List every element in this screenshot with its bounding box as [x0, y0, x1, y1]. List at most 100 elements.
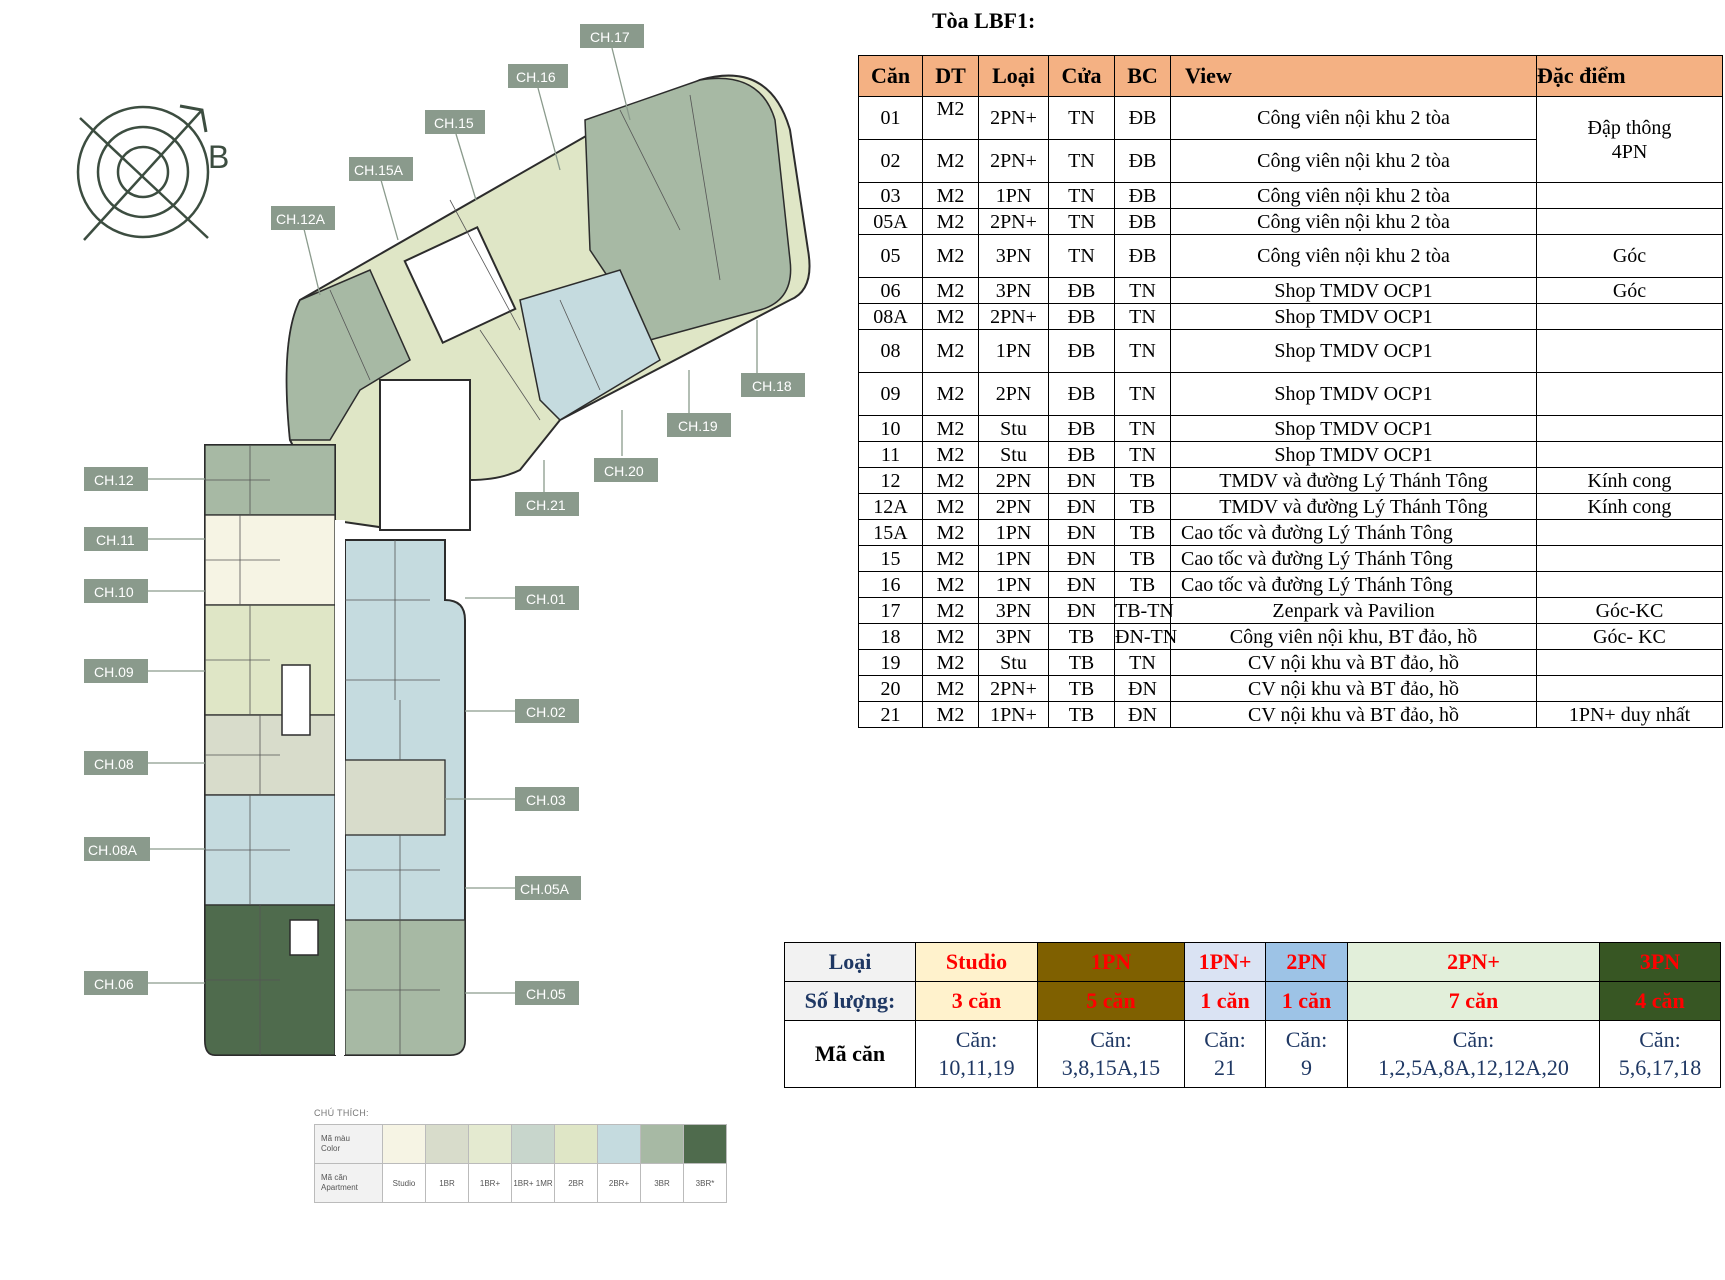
legend-type: 1BR+	[468, 1163, 512, 1203]
header-loai: Loại	[978, 55, 1049, 97]
legend-type: 1BR+ 1MR	[511, 1163, 555, 1203]
callout-ch06: CH.06	[94, 976, 134, 992]
cell-view: Zenpark và Pavilion	[1170, 597, 1537, 624]
cell-note	[1536, 545, 1723, 572]
cell-loai: 2PN+	[978, 675, 1049, 702]
cell-cua: ĐN	[1048, 493, 1115, 520]
cell-dt: M2	[922, 182, 979, 209]
cell-cua: ĐB	[1048, 303, 1115, 330]
cell-cua: TB	[1048, 675, 1115, 702]
cell-bc: TB-TN	[1114, 597, 1174, 624]
cell-cua: ĐB	[1048, 277, 1115, 304]
summary-type-row: Loại Studio 1PN 1PN+ 2PN 2PN+ 3PN	[784, 942, 1721, 982]
cell-dt: M2	[922, 208, 979, 235]
cell-note	[1536, 415, 1723, 442]
summary-count-cell: 7 căn	[1347, 981, 1600, 1021]
cell-dt: M2	[922, 139, 979, 183]
page-title: Tòa LBF1:	[932, 8, 1036, 33]
summary-codes-cell: Căn:1,2,5A,8A,12,12A,20	[1347, 1020, 1600, 1088]
legend-swatch-1br	[425, 1124, 469, 1164]
legend-swatch-2br-plus	[597, 1124, 641, 1164]
cell-dt: M2	[922, 96, 979, 140]
cell-note: Góc	[1536, 277, 1723, 304]
cell-cua: ĐN	[1048, 597, 1115, 624]
legend-type: 2BR	[554, 1163, 598, 1203]
cell-can: 10	[858, 415, 923, 442]
summary-type-label: Loại	[784, 942, 916, 982]
cell-cua: ĐN	[1048, 467, 1115, 494]
cell-note	[1536, 649, 1723, 676]
building-footprint	[204, 74, 811, 1056]
cell-can: 18	[858, 623, 923, 650]
cell-can: 15	[858, 545, 923, 572]
cell-view: Công viên nội khu 2 tòa	[1170, 208, 1537, 235]
callout-ch09: CH.09	[94, 664, 134, 680]
cell-can: 16	[858, 571, 923, 598]
cell-view: Shop TMDV OCP1	[1170, 329, 1537, 373]
cell-can: 11	[858, 441, 923, 468]
cell-loai: 1PN	[978, 545, 1049, 572]
cell-can: 17	[858, 597, 923, 624]
cell-can: 06	[858, 277, 923, 304]
cell-loai: 3PN	[978, 623, 1049, 650]
callout-ch12: CH.12	[94, 472, 134, 488]
summary-count-cell: 5 căn	[1037, 981, 1185, 1021]
cell-can: 08	[858, 329, 923, 373]
cell-loai: 1PN	[978, 519, 1049, 546]
legend-swatch-3br	[640, 1124, 684, 1164]
cell-can: 21	[858, 701, 923, 728]
cell-dt: M2	[922, 701, 979, 728]
callout-ch03: CH.03	[526, 792, 566, 808]
compass-label: B	[208, 139, 229, 175]
cell-bc: TN	[1114, 277, 1171, 304]
summary-codes-cell: Căn:3,8,15A,15	[1037, 1020, 1185, 1088]
cell-dt: M2	[922, 675, 979, 702]
cell-note: Góc- KC	[1536, 623, 1723, 650]
callout-ch21: CH.21	[526, 497, 566, 513]
cell-bc: TB	[1114, 545, 1171, 572]
summary-codes-cell: Căn:5,6,17,18	[1599, 1020, 1721, 1088]
cell-cua: ĐB	[1048, 372, 1115, 416]
cell-bc: ĐB	[1114, 139, 1171, 183]
cell-dt: M2	[922, 234, 979, 278]
legend-swatch-1br-plus	[468, 1124, 512, 1164]
cell-dt: M2	[922, 277, 979, 304]
header-bc: BC	[1114, 55, 1171, 97]
cell-can: 08A	[858, 303, 923, 330]
cell-view: Công viên nội khu 2 tòa	[1170, 139, 1537, 183]
summary-type-cell: 2PN+	[1347, 942, 1600, 982]
cell-bc: TN	[1114, 329, 1171, 373]
cell-note	[1536, 208, 1723, 235]
cell-note: Kính cong	[1536, 467, 1723, 494]
callout-ch05: CH.05	[526, 986, 566, 1002]
header-view: View	[1170, 55, 1537, 97]
cell-can: 20	[858, 675, 923, 702]
cell-loai: 2PN+	[978, 139, 1049, 183]
callout-ch15: CH.15	[434, 115, 474, 131]
cell-loai: 2PN	[978, 372, 1049, 416]
cell-dt: M2	[922, 623, 979, 650]
cell-cua: ĐN	[1048, 571, 1115, 598]
cell-dt: M2	[922, 415, 979, 442]
cell-cua: ĐN	[1048, 519, 1115, 546]
cell-bc: ĐB	[1114, 182, 1171, 209]
summary-count-row: Số lượng: 3 căn 5 căn 1 căn 1 căn 7 căn …	[784, 981, 1721, 1021]
cell-dt: M2	[922, 493, 979, 520]
cell-can: 05	[858, 234, 923, 278]
floor-plan: B	[76, 24, 811, 1056]
cell-cua: TN	[1048, 96, 1115, 140]
cell-cua: TN	[1048, 139, 1115, 183]
cell-can: 02	[858, 139, 923, 183]
summary-count-cell: 3 căn	[915, 981, 1038, 1021]
callout-ch01: CH.01	[526, 591, 566, 607]
